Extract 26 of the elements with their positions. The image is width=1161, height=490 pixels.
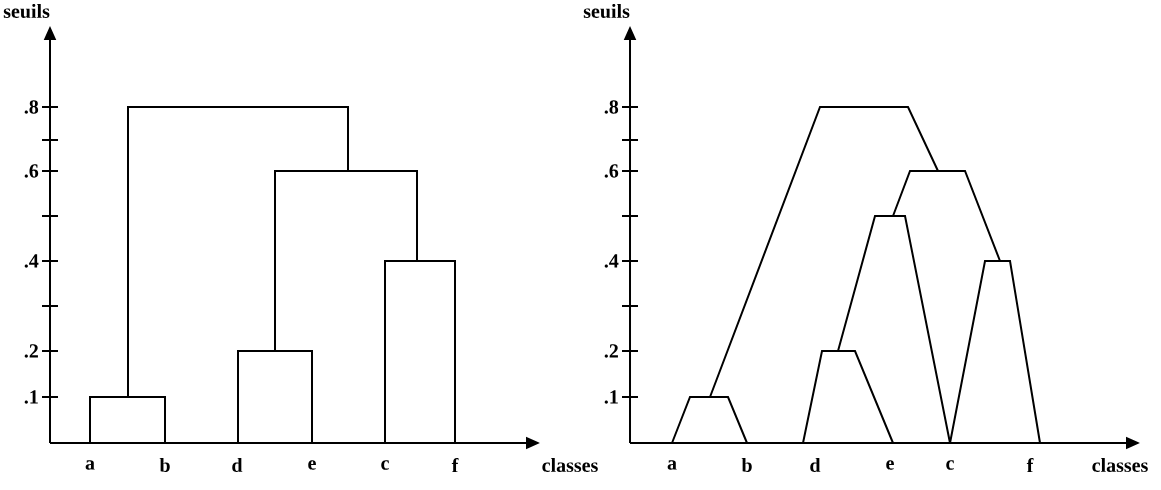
- class-label: c: [946, 460, 954, 470]
- axis-label: seuils: [583, 3, 630, 19]
- axis-label: classes: [1092, 457, 1148, 473]
- class-label: e: [308, 460, 316, 470]
- tick-label: .8: [604, 100, 619, 114]
- tick-label: .6: [24, 164, 39, 178]
- tick-label: .4: [24, 254, 39, 268]
- class-label: d: [232, 457, 243, 473]
- tick-label: .6: [604, 164, 619, 178]
- axis-label: seuils: [3, 3, 50, 19]
- class-label: d: [810, 457, 821, 473]
- tick-label: .1: [24, 390, 38, 404]
- tick-label: .8: [24, 100, 39, 114]
- class-label: a: [667, 460, 677, 470]
- class-label: e: [886, 460, 894, 470]
- class-label: b: [159, 457, 170, 473]
- class-label: b: [741, 457, 752, 473]
- class-label: f: [451, 457, 459, 473]
- tick-label: .2: [24, 344, 38, 358]
- class-label: f: [1026, 457, 1034, 473]
- tick-label: .1: [604, 390, 618, 404]
- tick-label: .2: [604, 344, 618, 358]
- class-label: c: [381, 460, 389, 470]
- tick-label: .4: [604, 254, 619, 268]
- class-label: a: [85, 460, 95, 470]
- axis-label: classes: [542, 457, 598, 473]
